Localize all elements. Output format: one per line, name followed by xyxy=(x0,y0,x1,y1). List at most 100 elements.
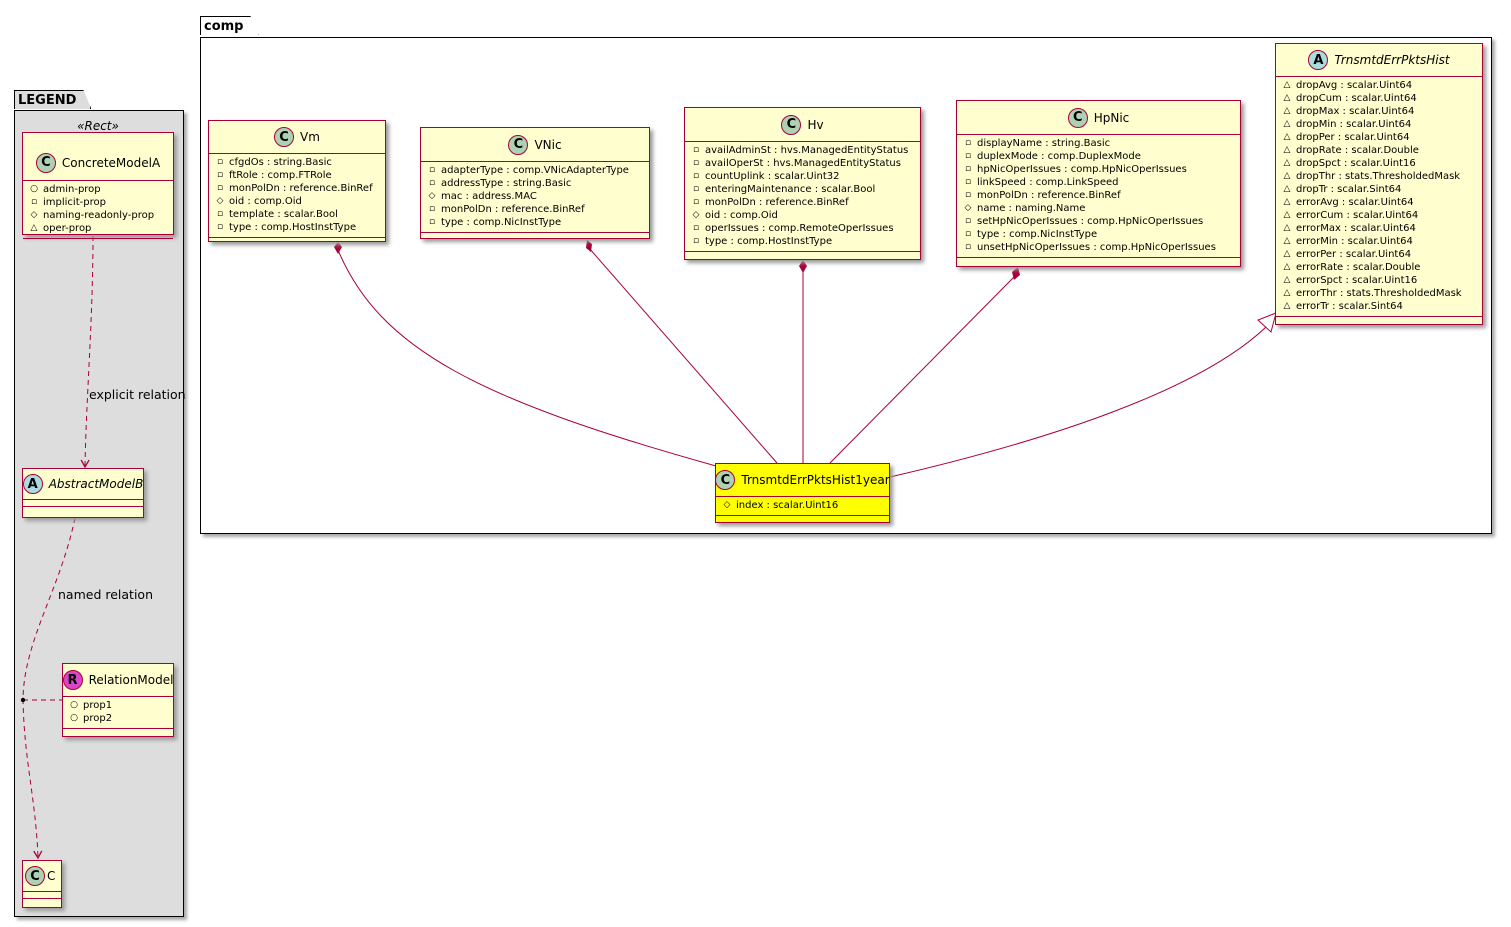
visibility-icon: ◇ xyxy=(692,210,700,220)
vnic-class[interactable]: C VNic ▫adapterType : comp.VNicAdapterTy… xyxy=(420,127,650,239)
attribute-row: △errorAvg : scalar.Uint64 xyxy=(1282,196,1476,209)
attribute-text: dropMin : scalar.Uint64 xyxy=(1296,119,1412,130)
attribute-text: ftRole : comp.FTRole xyxy=(229,170,332,181)
attribute-row: ▫monPolDn : reference.BinRef xyxy=(963,189,1234,202)
comp-tab: comp xyxy=(200,16,259,35)
legend-concrete-class[interactable]: «Rect» C ConcreteModelA ○admin-prop▫impl… xyxy=(22,119,174,239)
hist-header: A TrnsmtdErrPktsHist xyxy=(1276,44,1482,77)
visibility-icon: ▫ xyxy=(216,183,224,193)
attribute-text: addressType : string.Basic xyxy=(441,178,572,189)
attribute-text: mac : address.MAC xyxy=(441,191,537,202)
named-relation-line-end xyxy=(22,698,43,860)
attribute-text: errorCum : scalar.Uint64 xyxy=(1296,210,1419,221)
hist-name: TrnsmtdErrPktsHist xyxy=(1334,53,1450,67)
attribute-row: △dropCum : scalar.Uint64 xyxy=(1282,92,1476,105)
relation-class-header: R RelationModel xyxy=(62,664,173,697)
visibility-icon: ▫ xyxy=(428,178,436,188)
hv-diamond xyxy=(799,260,807,273)
attribute-text: dropPer : scalar.Uint64 xyxy=(1296,132,1410,143)
attribute-text: hpNicOperIssues : comp.HpNicOperIssues xyxy=(977,164,1187,175)
attribute-row: △ errorThr : stats.ThresholdedMask xyxy=(1282,287,1476,300)
vm-name: Vm xyxy=(300,130,320,144)
hv-class[interactable]: C Hv ▫availAdminSt : hvs.ManagedEntitySt… xyxy=(684,107,921,260)
attribute-text: unsetHpNicOperIssues : comp.HpNicOperIss… xyxy=(977,242,1216,253)
attribute-text: name : naming.Name xyxy=(977,203,1086,214)
visibility-icon: △ xyxy=(1283,171,1291,181)
visibility-icon: ▫ xyxy=(964,216,972,226)
attribute-text: admin-prop xyxy=(43,184,101,195)
attribute-row: △errorMin : scalar.Uint64 xyxy=(1282,235,1476,248)
visibility-icon: ▫ xyxy=(964,177,972,187)
abstract-class-header: A AbstractModelB xyxy=(22,469,144,500)
attribute-row: ○prop2 xyxy=(69,712,167,725)
visibility-icon: ▫ xyxy=(692,158,700,168)
hv-attrs: ▫availAdminSt : hvs.ManagedEntityStatus▫… xyxy=(685,142,920,252)
attribute-text: cfgdOs : string.Basic xyxy=(229,157,332,168)
vm-composition-line xyxy=(337,249,717,467)
visibility-icon: ◇ xyxy=(964,203,972,213)
named-relation-line xyxy=(22,517,76,700)
attribute-row: ▫type : comp.NicInstType xyxy=(963,228,1234,241)
attribute-text: monPolDn : reference.BinRef xyxy=(977,190,1121,201)
visibility-icon: ▫ xyxy=(964,151,972,161)
visibility-icon: ▫ xyxy=(428,204,436,214)
legend-relation-class[interactable]: R RelationModel ○prop1○prop2 xyxy=(62,663,174,737)
year-header: C TrnsmtdErrPktsHist1year xyxy=(715,464,890,497)
class-icon: C xyxy=(781,114,802,135)
attribute-text: errorRate : scalar.Double xyxy=(1296,262,1421,273)
attribute-text: errorTr : scalar.Sint64 xyxy=(1296,301,1403,312)
year-name: TrnsmtdErrPktsHist1year xyxy=(741,473,890,487)
vnic-diamond xyxy=(586,240,592,252)
visibility-icon: △ xyxy=(1283,80,1291,90)
vm-class[interactable]: C Vm ▫cfgdOs : string.Basic▫ftRole : com… xyxy=(208,120,386,242)
visibility-icon: ▫ xyxy=(428,217,436,227)
trnsmtd-err-pkts-hist-class[interactable]: A TrnsmtdErrPktsHist △dropAvg : scalar.U… xyxy=(1275,43,1483,325)
attribute-text: adapterType : comp.VNicAdapterType xyxy=(441,165,629,176)
abstract-class-name: AbstractModelB xyxy=(48,477,144,491)
comp-title: comp xyxy=(204,19,244,34)
hist-attrs: △dropAvg : scalar.Uint64△dropCum : scala… xyxy=(1276,77,1482,317)
attribute-row: ▫monPolDn : reference.BinRef xyxy=(215,182,379,195)
attribute-text: errorSpct : scalar.Uint16 xyxy=(1296,275,1418,286)
attribute-text: errorAvg : scalar.Uint64 xyxy=(1296,197,1414,208)
visibility-icon: ◇ xyxy=(723,500,731,510)
visibility-icon: ▫ xyxy=(216,157,224,167)
hpnic-class[interactable]: C HpNic ▫displayName : string.Basic▫dupl… xyxy=(956,100,1241,267)
visibility-icon: △ xyxy=(1283,301,1291,311)
visibility-icon: △ xyxy=(1283,106,1291,116)
attribute-text: dropSpct : scalar.Uint16 xyxy=(1296,158,1416,169)
attribute-row: ▫enteringMaintenance : scalar.Bool xyxy=(691,183,914,196)
visibility-icon: ▫ xyxy=(216,170,224,180)
attribute-row: △errorRate : scalar.Double xyxy=(1282,261,1476,274)
visibility-icon: △ xyxy=(1283,288,1291,298)
attribute-text: prop2 xyxy=(83,713,113,724)
attribute-text: type : comp.NicInstType xyxy=(441,217,562,228)
vnic-composition-line xyxy=(588,247,778,464)
attribute-row: ▫countUplink : scalar.Uint32 xyxy=(691,170,914,183)
attribute-row: △dropRate : scalar.Double xyxy=(1282,144,1476,157)
visibility-icon: ▫ xyxy=(428,165,436,175)
legend-c-class[interactable]: C C xyxy=(22,860,62,908)
visibility-icon: △ xyxy=(30,223,38,233)
visibility-icon: △ xyxy=(1283,223,1291,233)
attribute-text: linkSpeed : comp.LinkSpeed xyxy=(977,177,1119,188)
c-class-name: C xyxy=(47,869,56,883)
attribute-text: setHpNicOperIssues : comp.HpNicOperIssue… xyxy=(977,216,1204,227)
attribute-text: prop1 xyxy=(83,700,113,711)
trnsmtd-err-pkts-hist-1year-class[interactable]: C TrnsmtdErrPktsHist1year ◇index : scala… xyxy=(715,463,890,523)
attribute-row: △dropThr : stats.ThresholdedMask xyxy=(1282,170,1476,183)
relation-icon: R xyxy=(62,670,83,690)
hpnic-composition-line xyxy=(829,275,1016,464)
visibility-icon: △ xyxy=(1283,236,1291,246)
attribute-row: ▫ adapterType : comp.VNicAdapterType xyxy=(427,164,643,177)
visibility-icon: ▫ xyxy=(692,197,700,207)
hpnic-name: HpNic xyxy=(1093,110,1130,125)
attribute-text: errorPer : scalar.Uint64 xyxy=(1296,249,1412,260)
attribute-text: errorThr : stats.ThresholdedMask xyxy=(1296,288,1462,299)
visibility-icon: ▫ xyxy=(964,242,972,252)
attribute-row: △errorCum : scalar.Uint64 xyxy=(1282,209,1476,222)
visibility-icon: △ xyxy=(1283,93,1291,103)
relation-junction xyxy=(20,697,26,703)
legend-abstract-class[interactable]: A AbstractModelB xyxy=(22,468,144,518)
